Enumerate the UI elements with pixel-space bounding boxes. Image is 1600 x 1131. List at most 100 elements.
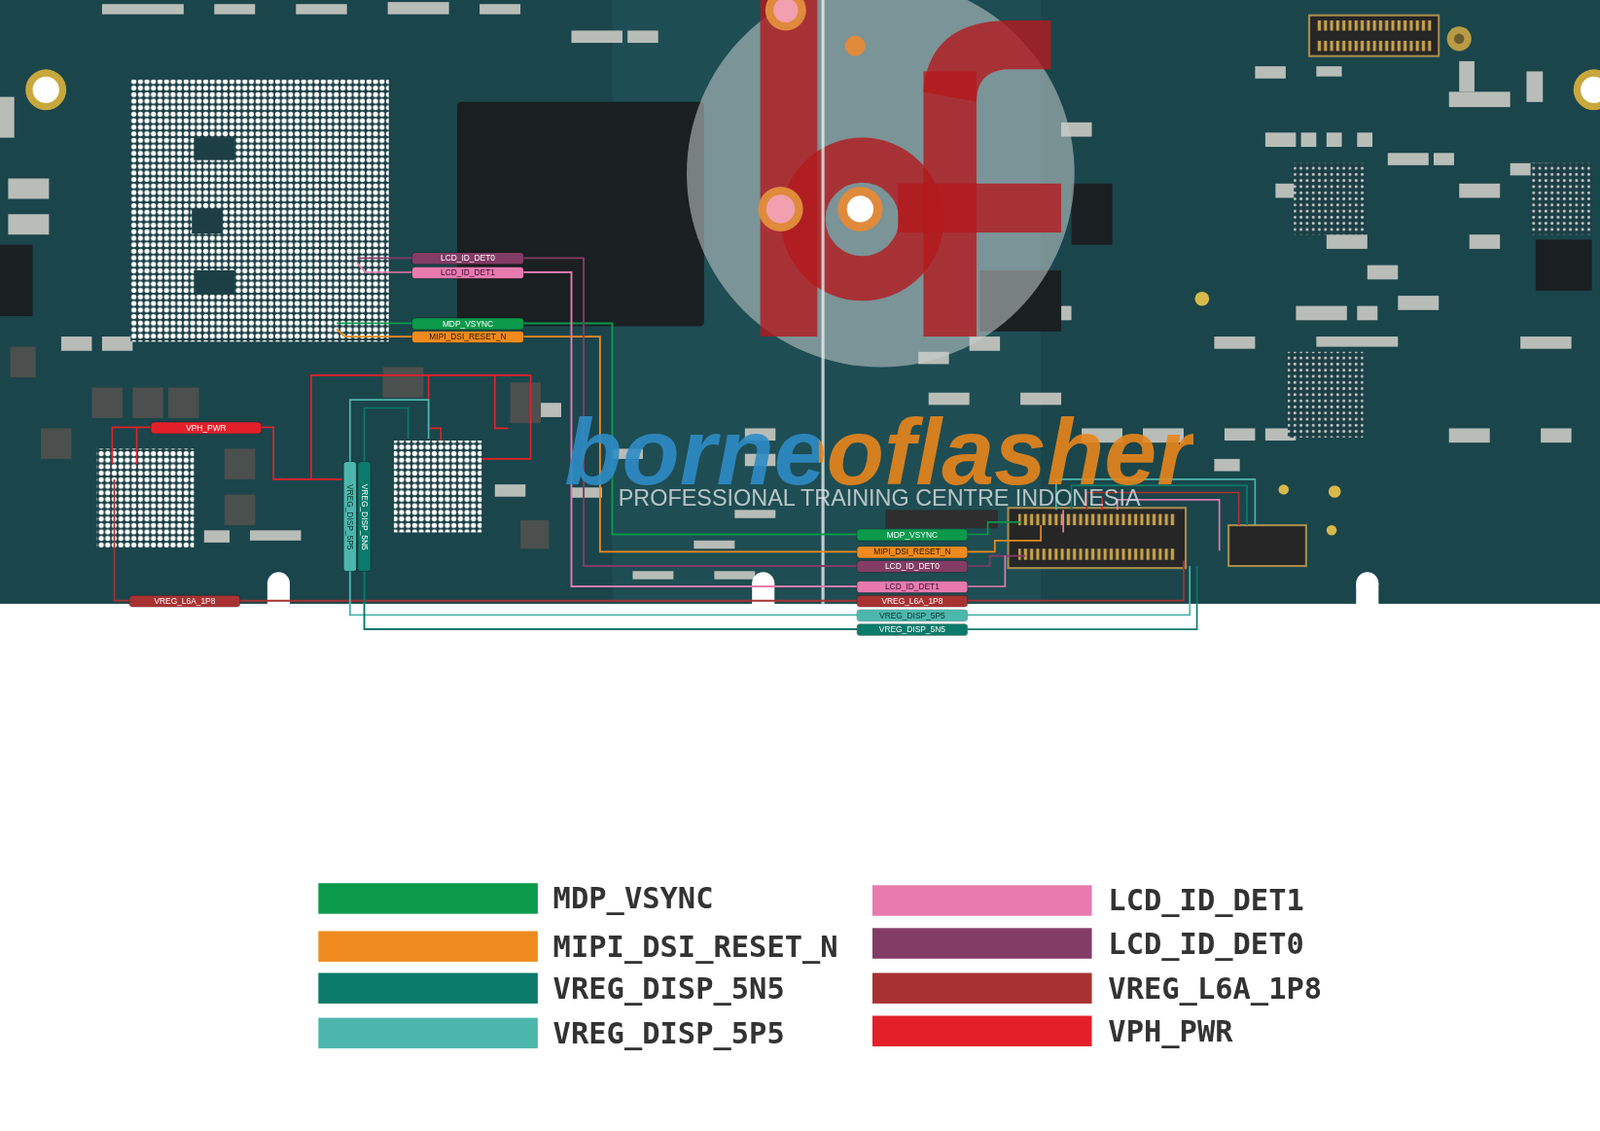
silver-component <box>540 402 562 418</box>
trace-wire <box>967 561 1184 602</box>
pcb <box>0 0 1600 605</box>
legend-swatch <box>872 972 1093 1003</box>
signal-tag: VPH_PWR <box>150 422 261 434</box>
trace-wire <box>967 566 1191 615</box>
signal-name: LCD_ID_DET1 <box>412 266 524 279</box>
legend-label: VREG_DISP_5P5 <box>553 1016 785 1052</box>
silver-component <box>1254 66 1285 79</box>
legend-swatch <box>872 885 1093 916</box>
silver-component <box>627 30 658 43</box>
trace-wire <box>311 478 342 481</box>
silver-component <box>1224 427 1255 441</box>
trace-wire <box>967 556 1006 587</box>
ic-package <box>1071 183 1113 246</box>
signal-tag: LCD_ID_DET1 <box>856 580 967 593</box>
ic-package <box>1535 239 1593 290</box>
watermark-logo <box>837 186 883 232</box>
signal-name: MDP_VSYNC <box>856 529 967 541</box>
watermark-logo <box>766 194 795 223</box>
silver-component <box>1356 132 1373 147</box>
inductor <box>9 347 549 550</box>
signal-tag: VREG_DISP_5N5 <box>856 623 967 636</box>
signal-name: MIPI_DSI_RESET_N <box>856 546 967 559</box>
signal-tag: VREG_DISP_5P5 <box>856 609 967 622</box>
signal-tag: MDP_VSYNC <box>412 318 524 330</box>
legend-swatch <box>318 883 538 914</box>
inductor <box>382 367 424 398</box>
signal-name: VREG_DISP_5N5 <box>856 623 967 636</box>
silver-component <box>1275 183 1296 199</box>
silver-component <box>1295 306 1347 321</box>
bga-chip <box>1293 163 1365 235</box>
signal-name: VREG_L6A_1P8 <box>856 595 967 607</box>
legend-swatch <box>318 972 538 1003</box>
signal-trace <box>350 570 857 615</box>
silver-component <box>1367 265 1398 281</box>
silver-component <box>1433 152 1455 166</box>
display-connector <box>1008 507 1187 569</box>
silver-component <box>102 336 133 352</box>
silver-component <box>1458 183 1500 199</box>
signal-name: VREG_DISP_5P5 <box>856 609 967 622</box>
legend-swatch <box>318 1018 538 1049</box>
silver-component <box>693 540 735 549</box>
trace-wire <box>967 525 1042 552</box>
watermark-logo <box>686 0 1075 605</box>
silver-component <box>1020 392 1062 406</box>
display-connector <box>1228 525 1307 567</box>
signal-tag: MIPI_DSI_RESET_N <box>412 330 524 343</box>
signal-name: MIPI_DSI_RESET_N <box>412 330 524 343</box>
silver-component <box>388 1 450 15</box>
silver-component <box>1315 66 1342 76</box>
inductor <box>224 448 255 479</box>
legend-label: MDP_VSYNC <box>553 881 714 917</box>
silver-component <box>1449 91 1511 107</box>
trace-wire <box>336 329 413 337</box>
signal-tag: MIPI_DSI_RESET_N <box>856 546 967 559</box>
signal-tag: LCD_ID_DET0 <box>412 252 524 265</box>
legend-swatch <box>872 927 1093 959</box>
display-connector <box>1315 20 1432 31</box>
display-connector <box>1018 514 1176 527</box>
display-connector <box>1309 15 1439 57</box>
silver-component <box>1458 61 1475 92</box>
silver-component <box>495 484 526 498</box>
trace-wire <box>113 479 130 602</box>
trace-wire <box>111 426 151 464</box>
silver-component <box>1265 132 1296 147</box>
trace-wire <box>364 407 409 463</box>
silver-component <box>1540 427 1571 443</box>
mounting-hole <box>1279 484 1289 495</box>
watermark-logo <box>847 195 874 222</box>
trace-wire <box>495 375 509 429</box>
silver-component <box>1356 306 1378 321</box>
inductor <box>91 388 122 419</box>
legend-label: VREG_DISP_5N5 <box>553 970 785 1006</box>
watermark-logo <box>821 0 825 605</box>
silver-component <box>1326 132 1343 147</box>
watermark-logo <box>897 183 1062 233</box>
ic-package <box>0 245 34 317</box>
signal-tag: LCD_ID_DET1 <box>412 266 524 279</box>
watermark-logo <box>757 186 803 232</box>
legend-label: VREG_L6A_1P8 <box>1107 970 1322 1006</box>
signal-tag: VREG_L6A_1P8 <box>129 595 240 607</box>
mounting-hole <box>1447 26 1472 51</box>
display-connector <box>1018 548 1176 561</box>
bga-chip <box>1287 352 1364 438</box>
legend-swatch <box>318 930 538 961</box>
inductor <box>168 388 199 419</box>
mounting-hole <box>1573 69 1600 110</box>
silver-component <box>1526 71 1543 102</box>
silver-component <box>713 570 755 579</box>
legend-label: MIPI_DSI_RESET_N <box>553 928 839 964</box>
inductor <box>224 495 255 526</box>
signal-tag: LCD_ID_DET0 <box>856 560 967 572</box>
trace-wire <box>261 375 532 480</box>
silver-component <box>213 3 255 14</box>
trace-wire <box>350 399 429 463</box>
watermark-logo <box>765 0 807 31</box>
bga-chip <box>130 79 389 343</box>
inductor <box>520 520 549 549</box>
board-notch <box>267 571 290 595</box>
